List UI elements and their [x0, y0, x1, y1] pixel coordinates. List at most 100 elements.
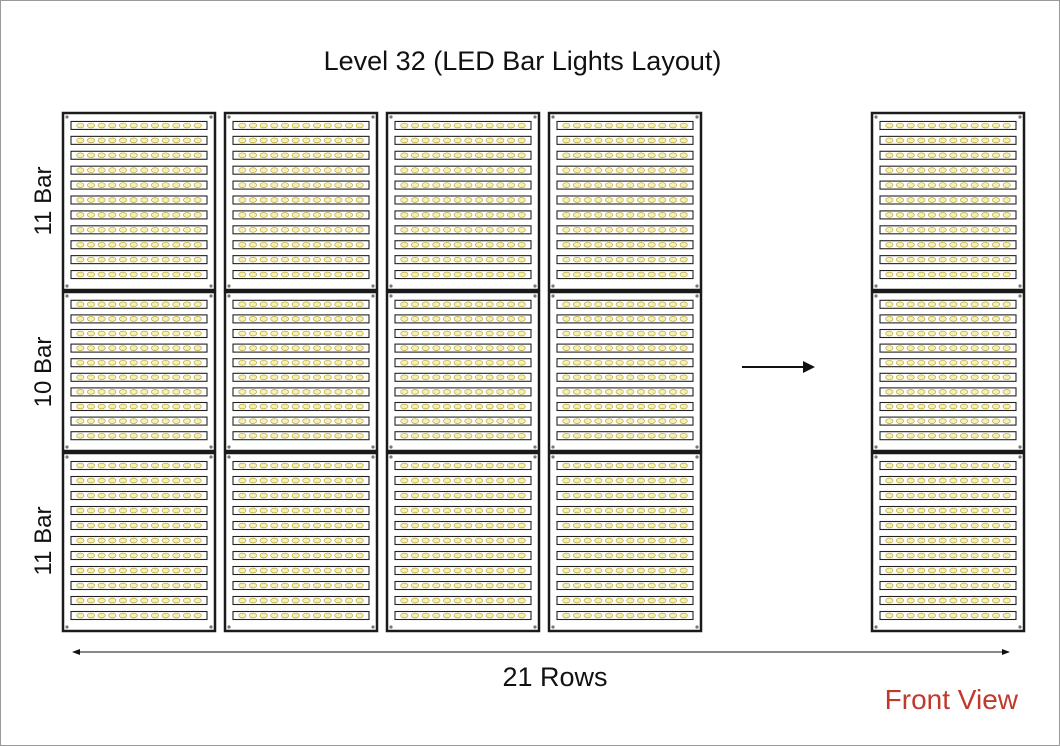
led-dot — [108, 567, 117, 574]
led-dot — [161, 152, 170, 159]
led-dot — [960, 345, 968, 351]
led-dot — [432, 477, 441, 484]
led-dot — [443, 492, 451, 499]
led-dot — [334, 137, 343, 144]
led-dot — [981, 389, 990, 395]
led-dot — [647, 612, 656, 619]
led-dot — [151, 462, 159, 469]
led-dot — [992, 359, 1000, 366]
led-dot — [355, 122, 364, 129]
led-dot — [658, 330, 667, 337]
led-dot — [76, 167, 85, 173]
led-dot — [334, 241, 343, 248]
led-dot — [885, 212, 894, 218]
led-dot — [193, 330, 202, 337]
led-dot — [432, 552, 441, 559]
led-bar — [394, 314, 532, 324]
led-dot — [249, 122, 257, 129]
led-dot — [421, 359, 430, 366]
led-dot — [507, 182, 515, 188]
led-dot — [161, 492, 170, 499]
led-dot — [161, 167, 170, 173]
led-dot — [906, 507, 915, 514]
led-dot — [679, 462, 688, 469]
led-dot — [432, 612, 441, 619]
led-dot — [108, 197, 117, 203]
led-dot — [637, 389, 645, 395]
led-bar — [556, 550, 694, 561]
led-dot — [615, 537, 624, 544]
led-dot — [485, 345, 494, 351]
led-dot — [938, 197, 947, 203]
led-dot — [496, 227, 505, 233]
led-dot — [637, 492, 645, 499]
led-dot — [615, 330, 624, 337]
led-dot — [421, 137, 430, 144]
led-dot — [605, 182, 613, 188]
led-dot — [949, 227, 958, 233]
led-dot — [573, 537, 581, 544]
led-dot — [583, 241, 592, 248]
led-dot — [605, 507, 613, 514]
led-dot — [928, 197, 936, 203]
led-dot — [970, 477, 979, 484]
led-dot — [496, 256, 505, 263]
led-dot — [151, 477, 159, 484]
led-dot — [334, 403, 343, 410]
led-dot — [421, 462, 430, 469]
led-dot — [658, 582, 667, 589]
led-dot — [658, 552, 667, 559]
led-dot — [119, 389, 127, 395]
led-dot — [140, 477, 149, 484]
led-dot — [485, 122, 494, 129]
led-dot — [97, 359, 106, 366]
led-dot — [485, 522, 494, 529]
led-dot — [249, 137, 257, 144]
led-dot — [151, 567, 159, 574]
led-dot — [270, 122, 279, 129]
led-dot — [97, 330, 106, 337]
led-dot — [605, 241, 613, 248]
led-dot — [421, 537, 430, 544]
led-bar — [556, 195, 694, 205]
led-dot — [992, 182, 1000, 188]
led-dot — [172, 212, 181, 218]
led-dot — [464, 182, 473, 188]
led-dot — [151, 316, 159, 322]
led-dot — [626, 507, 635, 514]
led-dot — [970, 492, 979, 499]
led-dot — [992, 477, 1000, 484]
led-dot — [259, 403, 268, 410]
led-bar — [556, 299, 694, 309]
led-dot — [193, 212, 202, 218]
led-dot — [637, 597, 645, 604]
led-dot — [108, 359, 117, 366]
led-dot — [432, 507, 441, 514]
led-dot — [411, 256, 419, 263]
led-dot — [270, 537, 279, 544]
led-dot — [679, 182, 688, 188]
led-dot — [1002, 462, 1011, 469]
led-dot — [885, 316, 894, 322]
led-dot — [323, 359, 332, 366]
led-dot — [172, 316, 181, 322]
led-dot — [334, 522, 343, 529]
led-dot — [885, 197, 894, 203]
led-dot — [885, 492, 894, 499]
led-dot — [562, 507, 571, 514]
led-dot — [291, 271, 300, 278]
led-dot — [291, 241, 300, 248]
led-dot — [658, 212, 667, 218]
led-dot — [313, 403, 321, 410]
led-dot — [323, 389, 332, 395]
led-dot — [928, 477, 936, 484]
led-dot — [151, 432, 159, 439]
led-dot — [464, 227, 473, 233]
led-dot — [151, 374, 159, 381]
led-dot — [183, 374, 191, 381]
led-dot — [323, 403, 332, 410]
led-dot — [573, 212, 581, 218]
led-dot — [129, 462, 138, 469]
led-dot — [485, 301, 494, 308]
led-dot — [129, 256, 138, 263]
